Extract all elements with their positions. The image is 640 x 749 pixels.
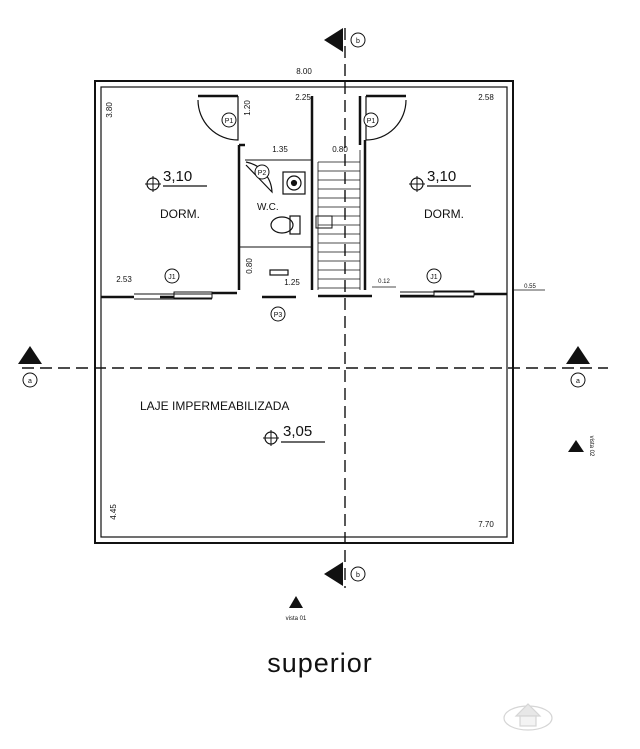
view-marker-right: vista 02 bbox=[568, 436, 594, 457]
svg-text:4.45: 4.45 bbox=[109, 504, 118, 520]
svg-text:P1: P1 bbox=[225, 118, 234, 125]
svg-text:7.70: 7.70 bbox=[478, 520, 494, 529]
level-value: 3,10 bbox=[163, 168, 192, 185]
section-marker-right: a bbox=[566, 346, 590, 388]
svg-text:2.25: 2.25 bbox=[295, 93, 311, 102]
core-walls bbox=[237, 96, 367, 290]
svg-text:0.80: 0.80 bbox=[332, 145, 348, 154]
door-tag-left: P1 bbox=[221, 112, 237, 128]
section-marker-left: a bbox=[18, 346, 42, 388]
svg-text:2.53: 2.53 bbox=[116, 275, 132, 284]
section-marker-top: b bbox=[324, 28, 366, 52]
room-name: DORM. bbox=[160, 207, 200, 221]
svg-text:1.20: 1.20 bbox=[243, 100, 252, 116]
view-label: vista 02 bbox=[588, 436, 594, 457]
window-tag-left: J1 bbox=[164, 268, 180, 284]
svg-text:1.35: 1.35 bbox=[272, 145, 288, 154]
window-tag-right: J1 bbox=[426, 268, 442, 284]
stair bbox=[317, 150, 361, 290]
section-label: b bbox=[356, 572, 360, 579]
door-tag-bottom: P3 bbox=[270, 306, 286, 322]
svg-text:1.25: 1.25 bbox=[284, 278, 300, 287]
svg-text:8.00: 8.00 bbox=[296, 67, 312, 76]
door-tag-right: P1 bbox=[363, 112, 379, 128]
svg-text:0.12: 0.12 bbox=[378, 279, 390, 285]
plan-caption: superior bbox=[267, 648, 373, 678]
svg-text:P2: P2 bbox=[258, 170, 267, 177]
level-marker-right bbox=[409, 176, 471, 192]
terrace-name: LAJE IMPERMEABILIZADA bbox=[140, 399, 289, 413]
door-tag-wc: P2 bbox=[254, 164, 270, 180]
svg-text:J1: J1 bbox=[168, 274, 176, 281]
door-swings bbox=[197, 94, 407, 194]
svg-text:3.80: 3.80 bbox=[105, 102, 114, 118]
watermark-logo bbox=[503, 703, 553, 731]
svg-text:0.80: 0.80 bbox=[245, 258, 254, 274]
svg-text:0.55: 0.55 bbox=[524, 284, 536, 290]
level-marker-left bbox=[145, 176, 207, 192]
view-marker-bottom: vista 01 bbox=[286, 596, 307, 622]
wc-label: W.C. bbox=[257, 202, 279, 213]
outer-walls bbox=[94, 80, 514, 544]
svg-text:2.58: 2.58 bbox=[478, 93, 494, 102]
svg-text:P3: P3 bbox=[274, 312, 283, 319]
svg-text:P1: P1 bbox=[367, 118, 376, 125]
window-frames bbox=[134, 290, 475, 300]
section-label: a bbox=[576, 378, 580, 385]
railing bbox=[315, 215, 333, 229]
level-marker-terrace bbox=[263, 430, 325, 446]
section-label: b bbox=[356, 38, 360, 45]
level-value: 3,10 bbox=[427, 168, 456, 185]
room-name: DORM. bbox=[424, 207, 464, 221]
view-label: vista 01 bbox=[286, 616, 307, 622]
section-label: a bbox=[28, 378, 32, 385]
svg-text:J1: J1 bbox=[430, 274, 438, 281]
section-lines bbox=[22, 28, 608, 588]
wc-fixtures bbox=[269, 171, 306, 276]
dimensions: 8.00 3.80 2.25 2.58 1.20 1.35 0.80 0.80 … bbox=[105, 67, 545, 529]
partition-wall bbox=[101, 291, 507, 299]
level-value: 3,05 bbox=[283, 423, 312, 440]
section-marker-bottom: b bbox=[324, 562, 366, 586]
